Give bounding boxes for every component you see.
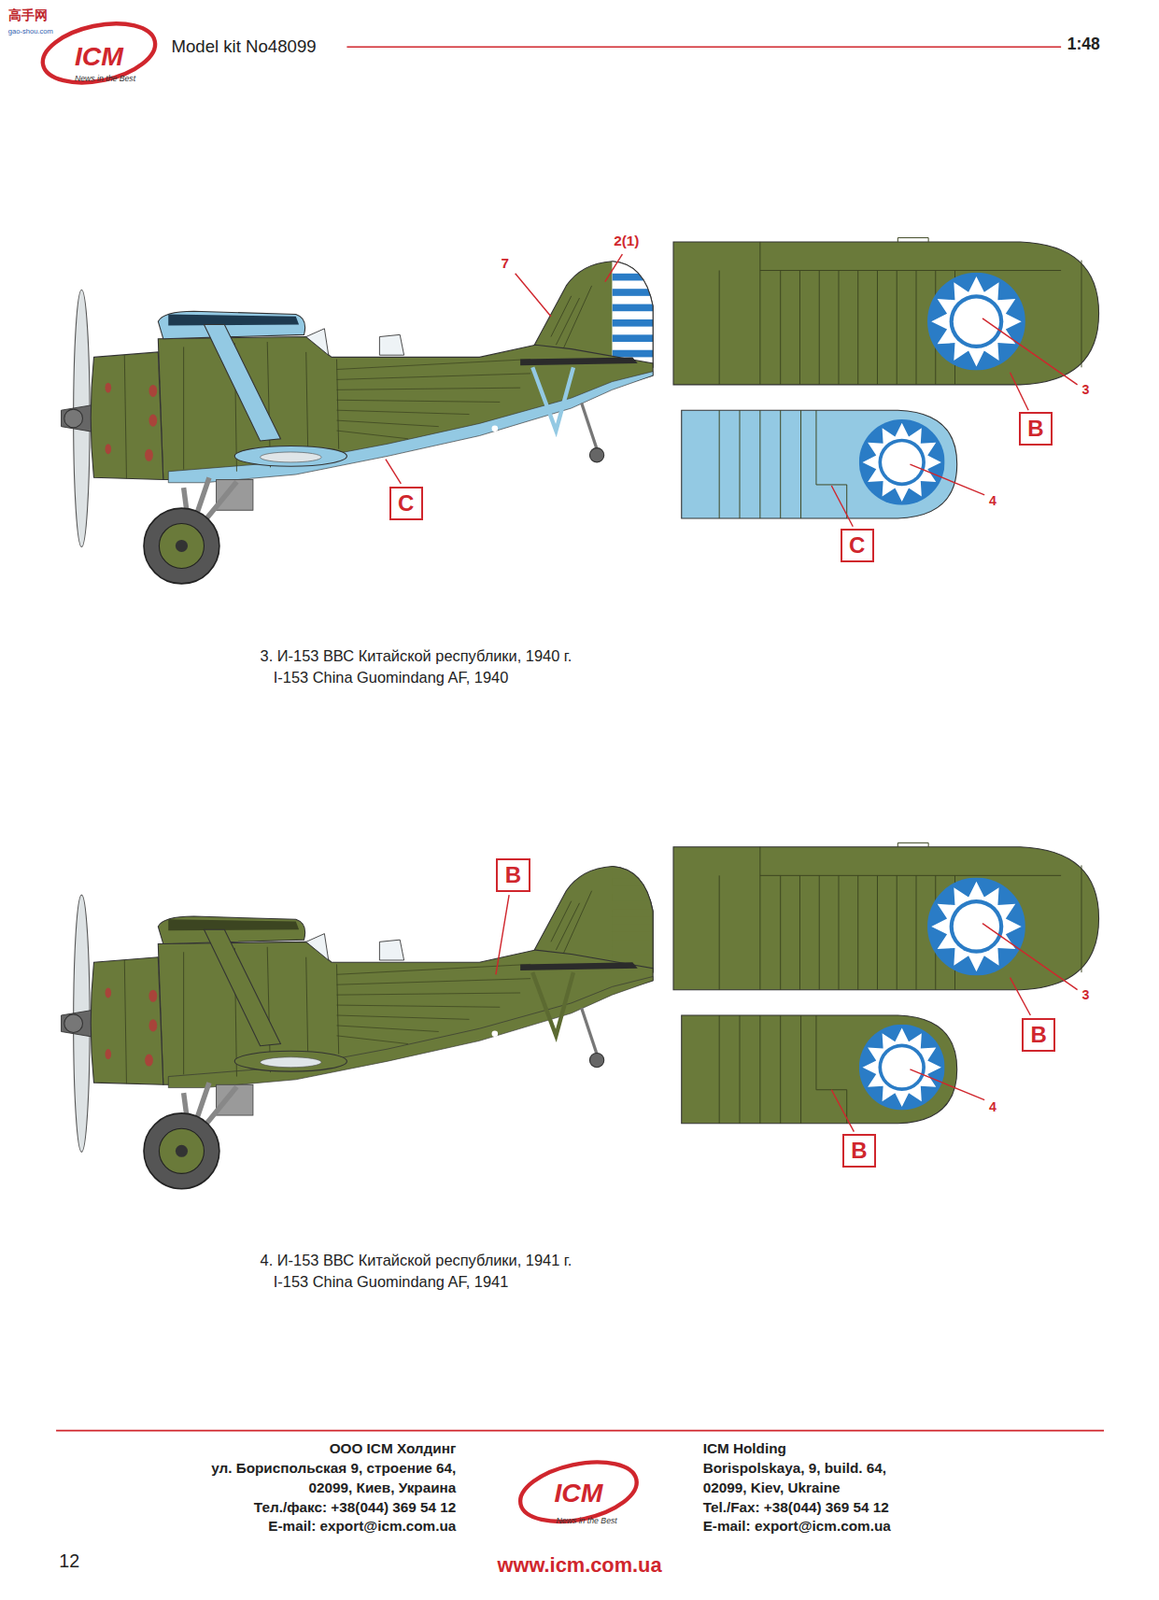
leader-line [605,254,623,282]
label: 1:48 [1067,34,1101,54]
leader-line [495,894,509,975]
color-callout-box: B [495,858,530,892]
page-title: Model kit No48099 [171,37,317,57]
header-rule [56,1429,1104,1432]
wing-plan [673,238,1100,385]
label: Тел./факс: +38(044) 369 54 12 [254,1498,456,1516]
label: www.icm.com.ua [496,1553,662,1577]
leader-line [909,464,985,495]
leader-line [982,923,1078,990]
wing-plan [673,238,1100,1124]
leader-line [982,318,1078,385]
label: E-mail: export@icm.com.ua [268,1517,456,1535]
callout-letter: B [850,1139,867,1162]
leader-line [831,1089,854,1132]
label: 3. И-153 ВВС Китайской республики, 1940 … [260,647,573,665]
label: 02099, Киев, Украина [309,1479,457,1497]
callout-letter: B [505,863,522,887]
label: 4. И-153 ВВС Китайской республики, 1941 … [260,1251,573,1270]
label: 02099, Kiev, Ukraine [703,1479,841,1497]
aircraft-profile [61,261,656,584]
header-rule [56,46,1104,1430]
leader-line [1010,372,1030,410]
leader-line [909,1069,985,1101]
leader-line [385,254,1078,1131]
label: ООО ICM Холдинг [329,1440,457,1457]
callout-letter: B [1030,1023,1046,1046]
label: E-mail: export@icm.com.ua [703,1517,891,1535]
label: I-153 China Guomindang AF, 1940 [273,668,509,687]
label: News in the Best [556,1515,618,1526]
color-callout-box: C [389,486,424,521]
label: 3 [1081,381,1089,397]
callout-letter: C [848,534,865,557]
leader-line [831,485,853,527]
label: 高手网 [8,7,48,23]
callout-letter: C [397,492,414,515]
label: ул. Бориспольская 9, строение 64, [211,1459,456,1477]
color-callout-box: B [842,1133,877,1168]
header-rule [346,45,1061,48]
callout-letter: B [1027,417,1044,440]
logo-swoosh [514,1452,642,1531]
label: 2(1) [613,232,639,250]
label: gao-shou.com [8,28,54,37]
label: News in the Best [74,73,136,84]
wing-plan [673,842,1100,990]
logo-swoosh [37,14,161,92]
label: 4 [989,493,997,509]
color-callout-box: C [840,528,875,563]
leader-line [1010,977,1032,1016]
label: ICM Holding [703,1440,787,1457]
label: 4 [989,1099,997,1115]
wing-plan [681,1015,958,1124]
wing-plan [681,409,958,519]
label: ICM [553,1477,603,1509]
logo-swoosh [37,14,643,1531]
color-callout-box: B [1018,411,1053,446]
leader-line [385,459,401,484]
aircraft-profile [61,261,656,1189]
color-callout-box: B [1021,1017,1056,1052]
label: Tel./Fax: +38(044) 369 54 12 [703,1498,890,1516]
label: 7 [500,254,509,272]
label: ICM [74,41,124,72]
label: 12 [58,1550,80,1572]
leader-line [515,273,552,317]
label: 3 [1081,987,1089,1003]
label: Borispolskaya, 9, build. 64, [703,1459,887,1477]
label: I-153 China Guomindang AF, 1941 [273,1272,509,1291]
aircraft-profile [61,866,656,1189]
